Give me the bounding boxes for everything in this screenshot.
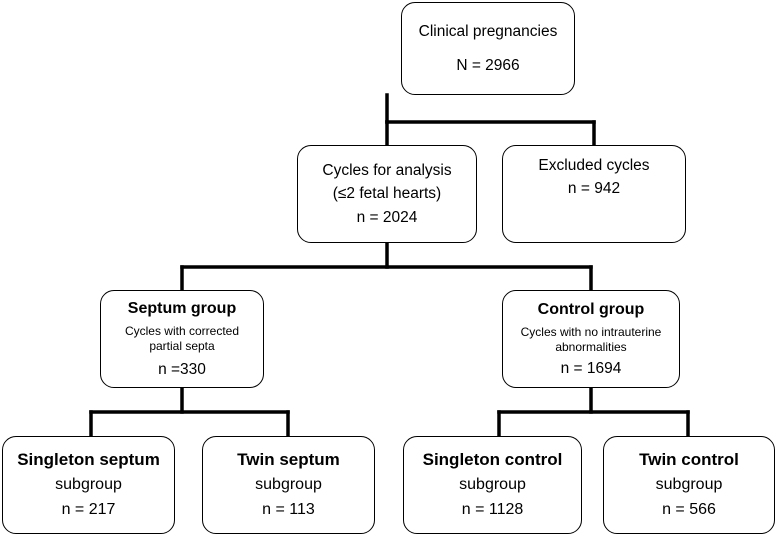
root-title: Clinical pregnancies: [418, 23, 558, 41]
excluded-title: Excluded cycles: [538, 157, 650, 174]
control-group-desc: Cycles with no intrauterine abnormalitie…: [520, 324, 662, 354]
septum-group-desc: Cycles with corrected partial septa: [124, 323, 240, 353]
excluded-count: n = 942: [567, 180, 621, 198]
singleton-septum-sub: subgroup: [55, 476, 122, 494]
control-group-node: Control group Cycles with no intrauterin…: [502, 290, 680, 388]
septum-group-node: Septum group Cycles with corrected parti…: [100, 290, 264, 388]
analysis-line1: Cycles for analysis: [322, 161, 452, 179]
singleton-control-title: Singleton control: [422, 450, 563, 470]
twin-control-node: Twin control subgroup n = 566: [603, 436, 775, 534]
analysis-count: n = 2024: [356, 208, 418, 226]
excluded-node: Excluded cycles n = 942: [502, 145, 686, 243]
twin-septum-count: n = 113: [262, 501, 315, 519]
twin-septum-node: Twin septum subgroup n = 113: [202, 436, 375, 534]
singleton-control-count: n = 1128: [461, 501, 524, 519]
septum-group-title: Septum group: [127, 299, 237, 317]
analysis-line2: (≤2 fetal hearts): [332, 185, 442, 203]
root-count: N = 2966: [456, 56, 520, 74]
control-group-count: n = 1694: [560, 359, 622, 377]
twin-septum-title: Twin septum: [237, 450, 340, 470]
twin-control-title: Twin control: [639, 450, 739, 470]
twin-control-count: n = 566: [662, 501, 716, 519]
analysis-node: Cycles for analysis (≤2 fetal hearts) n …: [297, 145, 477, 243]
singleton-control-node: Singleton control subgroup n = 1128: [403, 436, 582, 534]
twin-septum-sub: subgroup: [255, 476, 322, 494]
control-group-title: Control group: [537, 300, 645, 318]
root-node-box: Clinical pregnancies N = 2966: [401, 2, 575, 95]
septum-group-count: n =330: [158, 360, 206, 378]
singleton-control-sub: subgroup: [459, 476, 526, 494]
singleton-septum-title: Singleton septum: [17, 450, 160, 470]
singleton-septum-node: Singleton septum subgroup n = 217: [2, 436, 175, 534]
twin-control-sub: subgroup: [655, 476, 723, 494]
singleton-septum-count: n = 217: [61, 501, 116, 519]
